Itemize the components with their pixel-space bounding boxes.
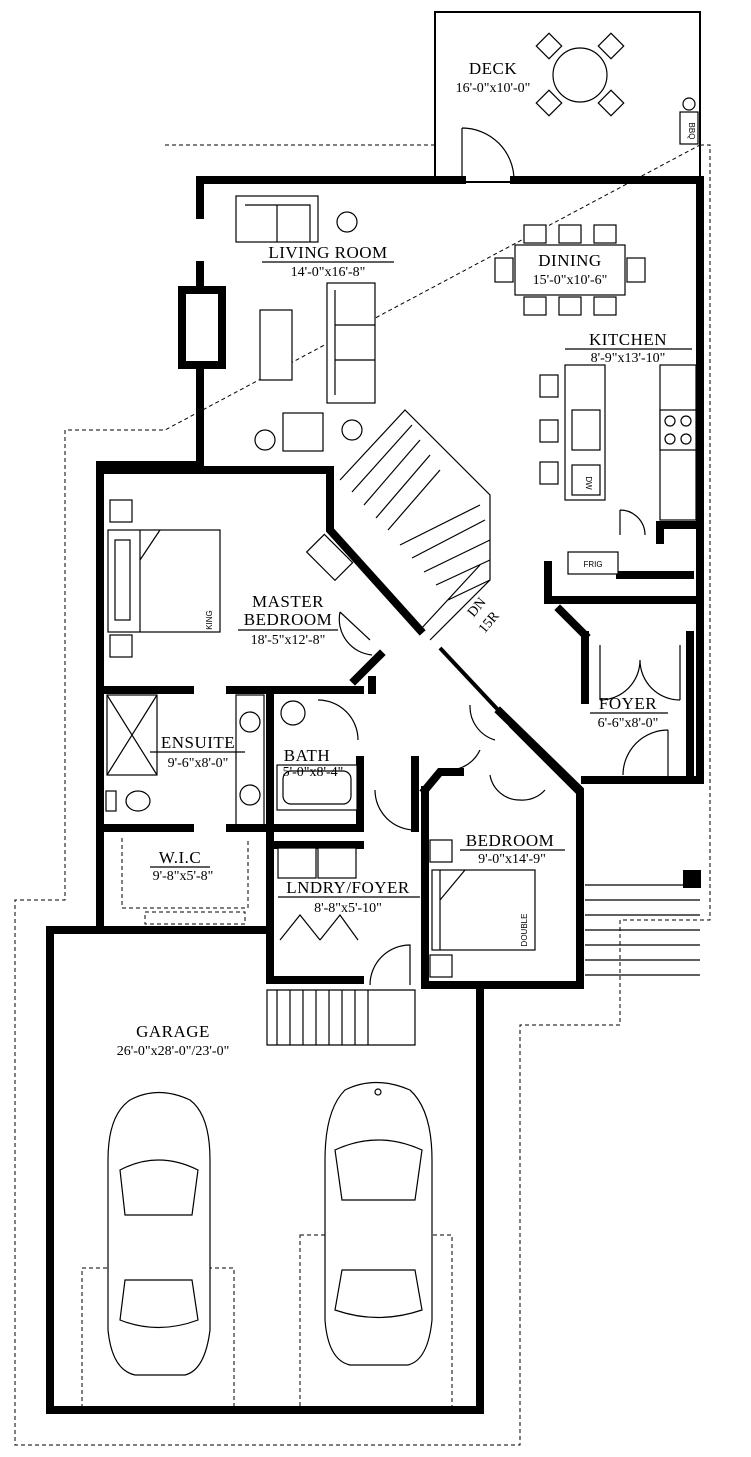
lot-outline (14, 144, 711, 1446)
stove-icon (659, 409, 697, 451)
garage: GARAGE 26'-0"x28'-0"/23'-0" (80, 1022, 453, 1411)
closet-doors (599, 645, 681, 701)
staircase[interactable]: DN 15R (339, 409, 503, 641)
foyer-size: 6'-6"x8'-0" (598, 716, 659, 731)
laundry-name: LNDRY/FOYER (286, 878, 410, 897)
closet-doors (279, 914, 359, 941)
bedroom-door[interactable] (444, 704, 496, 771)
double-bed-icon (431, 869, 536, 951)
deck-size: 16'-0"x10'-0" (456, 81, 531, 96)
master-bedroom: KING MASTER BEDROOM 18'-5"x12'-8" (107, 499, 373, 658)
wic-name: W.I.C (159, 848, 202, 867)
side-table-icon (336, 211, 358, 233)
dining-table-icon (514, 244, 626, 296)
double-label: DOUBLE (520, 914, 529, 947)
fireplace (178, 286, 226, 369)
coffee-table-icon (259, 309, 293, 381)
deck-door[interactable] (461, 127, 515, 181)
dryer-icon (317, 847, 357, 879)
dining: DINING 15'-0"x10'-6" (494, 224, 646, 316)
bath-size: 5'-0"x8'-4" (283, 765, 344, 780)
washer-icon (277, 847, 317, 879)
wic-size: 9'-8"x5'-8" (153, 869, 214, 884)
sink-icon (571, 409, 601, 451)
bedroom-size: 9'-0"x14'-9" (478, 852, 546, 867)
foyer: FOYER 6'-6"x8'-0" (590, 645, 681, 778)
foyer-name: FOYER (599, 694, 657, 713)
master-bedroom-name-1: MASTER (252, 592, 324, 611)
kitchen-name: KITCHEN (589, 330, 667, 349)
bbq-icon: BBQ (679, 97, 699, 145)
walk-in-closet: W.I.C 9'-8"x5'-8" (121, 838, 249, 925)
front-door[interactable] (622, 729, 669, 778)
dishwasher-label: DW (584, 476, 593, 490)
dining-name: DINING (538, 251, 601, 270)
laundry-size: 8'-8"x5'-10" (314, 901, 382, 916)
bath-name: BATH (284, 746, 330, 765)
toilet-icon (125, 790, 151, 812)
sofa-icon (326, 282, 376, 404)
fridge-icon (567, 551, 619, 575)
deck-table-icon (535, 32, 625, 117)
ensuite-name: ENSUITE (161, 733, 235, 752)
bedroom: DOUBLE BEDROOM 9'-0"x14'-9" (429, 704, 565, 978)
walls (46, 176, 704, 1414)
kitchen-size: 8'-9"x13'-10" (591, 351, 666, 366)
king-bed-icon (107, 529, 221, 633)
bedroom-closet-doors (489, 774, 546, 801)
fridge-label: FRIG (583, 560, 602, 569)
laundry-foyer: LNDRY/FOYER 8'-8"x5'-10" (277, 847, 420, 986)
master-door[interactable] (338, 611, 373, 656)
armchair-icon (282, 412, 324, 452)
bath: BATH 5'-0"x8'-4" (276, 699, 416, 831)
living-room-size: 14'-0"x16'-8" (291, 265, 366, 280)
garage-door-entry[interactable] (369, 944, 411, 986)
garage-name: GARAGE (136, 1022, 210, 1041)
post (683, 870, 701, 888)
king-label: KING (205, 610, 214, 630)
master-bedroom-size: 18'-5"x12'-8" (251, 633, 326, 648)
car-icon-left (107, 1091, 211, 1376)
bath-door[interactable] (317, 699, 359, 741)
car-icon-right (324, 1081, 433, 1366)
garage-size: 26'-0"x28'-0"/23'-0" (117, 1044, 230, 1059)
bbq-label: BBQ (687, 123, 696, 140)
deck: BBQ DECK 16'-0"x10'-0" (434, 11, 701, 183)
ensuite-size: 9'-6"x8'-0" (168, 756, 229, 771)
living-room-name: LIVING ROOM (268, 243, 387, 262)
master-bedroom-name-2: BEDROOM (244, 610, 333, 629)
ensuite: ENSUITE 9'-6"x8'-0" (105, 694, 265, 826)
living-room: LIVING ROOM 14'-0"x16'-8" (235, 195, 394, 452)
vanity-icon (235, 694, 265, 826)
entry-steps (266, 884, 700, 1046)
hall-door[interactable] (374, 789, 416, 831)
bathtub-icon (276, 764, 358, 811)
kitchen: KITCHEN 8'-9"x13'-10" DW FRIG (539, 330, 697, 575)
dining-size: 15'-0"x10'-6" (533, 273, 608, 288)
deck-name: DECK (469, 59, 518, 78)
bedroom-name: BEDROOM (466, 831, 555, 850)
sink-icon (280, 700, 306, 726)
